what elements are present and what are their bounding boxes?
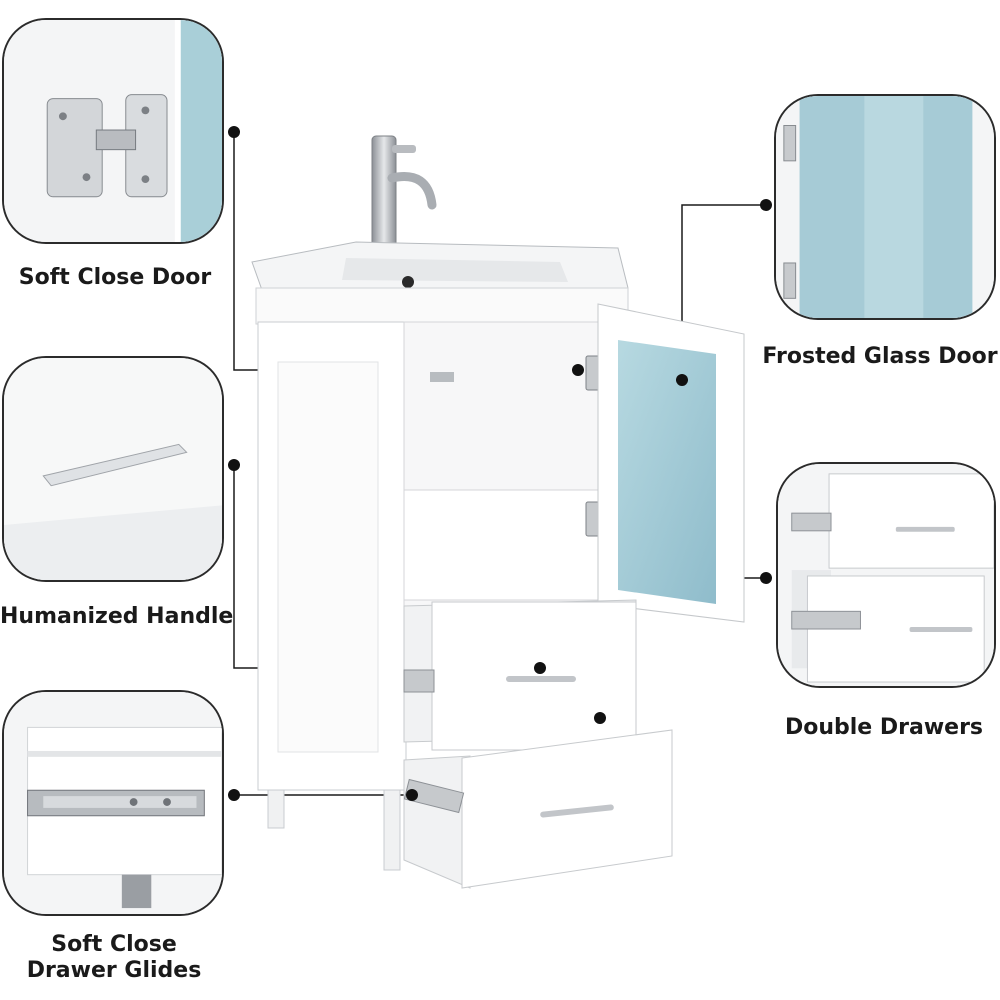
label-double-drawers: Double Drawers [784, 715, 984, 740]
leader-dot [572, 364, 584, 376]
frosted-glass-door [597, 303, 745, 623]
leader-dot [406, 789, 418, 801]
leader-dot [228, 789, 240, 801]
leader-dot [228, 459, 240, 471]
handle-detail-callout [2, 356, 224, 582]
leader-dot [228, 126, 240, 138]
double-drawers-callout [776, 462, 996, 688]
handle-icon [42, 443, 188, 487]
label-humanized-handle: Humanized Handle [0, 604, 234, 629]
leader-dot [760, 199, 772, 211]
upper-drawer [403, 599, 637, 751]
drawer-slide-icon [27, 789, 205, 817]
leader-dot [760, 572, 772, 584]
faucet [370, 135, 437, 258]
label-soft-close-drawer-glides: Soft Close Drawer Glides [26, 932, 202, 984]
drawer-glides-callout [2, 690, 224, 916]
cabinet-body [257, 321, 605, 871]
sink-top [251, 241, 629, 325]
label-soft-close-door: Soft Close Door [18, 265, 212, 290]
leader-dot [534, 662, 546, 674]
leader-dot [594, 712, 606, 724]
frosted-glass-callout [774, 94, 996, 320]
hinge-icon [46, 94, 168, 198]
leader-dot [676, 374, 688, 386]
hinge-detail-callout [2, 18, 224, 244]
label-frosted-glass-door: Frosted Glass Door [762, 344, 998, 369]
lower-drawer [403, 729, 673, 889]
